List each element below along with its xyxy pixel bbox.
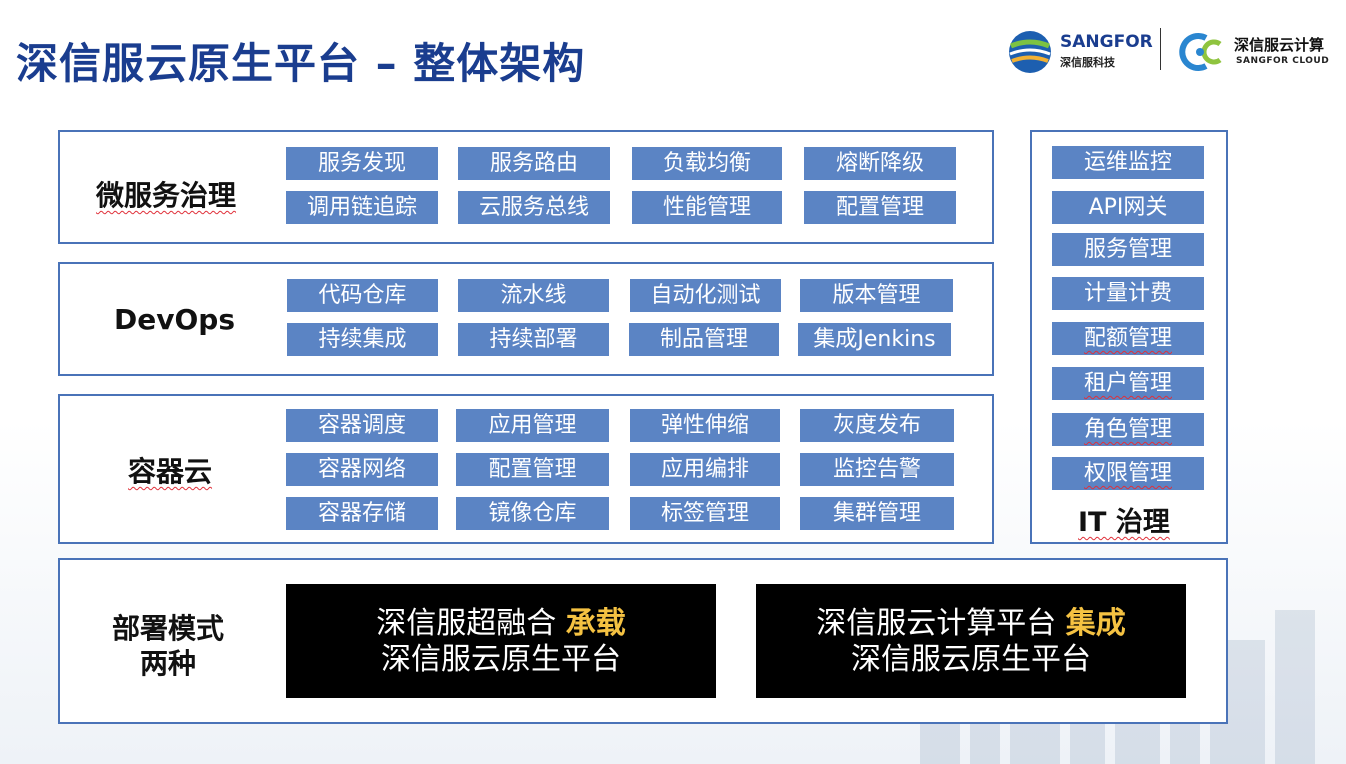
tag-elastic-scaling: 弹性伸缩 <box>630 409 780 442</box>
sangfor-brand-text: SANGFOR <box>1060 32 1153 52</box>
cloud-logo-icon <box>1179 33 1222 71</box>
tag-cloud-service-bus: 云服务总线 <box>458 191 610 224</box>
container-label: 容器云 <box>128 455 213 488</box>
tag-container-config: 配置管理 <box>456 453 609 486</box>
tag-permission-mgmt: 权限管理 <box>1052 457 1204 490</box>
tag-service-routing: 服务路由 <box>458 147 610 180</box>
tag-call-tracing: 调用链追踪 <box>286 191 438 224</box>
deploy-box-cloud-line1: 深信服云计算平台 <box>816 606 1066 641</box>
tag-continuous-integration: 持续集成 <box>287 323 438 356</box>
tag-service-mgmt: 服务管理 <box>1052 233 1204 266</box>
sangfor-cloud-logo: 深信服云计算 SANGFOR CLOUD <box>1176 26 1341 76</box>
tag-tenant-mgmt: 租户管理 <box>1052 367 1204 400</box>
deploy-label-line2: 两种 <box>140 647 197 680</box>
tag-monitor-alert: 监控告警 <box>800 453 954 486</box>
tag-service-discovery: 服务发现 <box>286 147 438 180</box>
tag-continuous-deploy: 持续部署 <box>458 323 609 356</box>
tag-auto-test: 自动化测试 <box>630 279 781 312</box>
tag-circuit-breaking: 熔断降级 <box>804 147 956 180</box>
deploy-box-hci: 深信服超融合 承载 深信服云原生平台 <box>286 584 716 698</box>
deploy-box-hci-line1: 深信服超融合 <box>376 606 566 641</box>
tag-load-balancing: 负载均衡 <box>632 147 782 180</box>
page-title: 深信服云原生平台 – 整体架构 <box>16 39 586 88</box>
tag-api-gateway: API网关 <box>1052 191 1204 224</box>
tag-image-repo: 镜像仓库 <box>456 497 609 530</box>
logo-divider <box>1160 28 1161 70</box>
cloud-en-text: SANGFOR CLOUD <box>1236 56 1330 66</box>
microservice-label: 微服务治理 <box>96 179 237 212</box>
tag-cluster-mgmt: 集群管理 <box>800 497 954 530</box>
cloud-cn-text: 深信服云计算 <box>1234 36 1325 54</box>
tag-version-mgmt: 版本管理 <box>800 279 953 312</box>
tag-jenkins: 集成Jenkins <box>798 323 951 356</box>
sangfor-logo: SANGFOR 深信服科技 <box>1006 26 1153 76</box>
tag-quota-mgmt: 配额管理 <box>1052 322 1204 355</box>
deploy-box-hci-line2: 深信服云原生平台 <box>381 642 621 677</box>
it-governance-label: IT 治理 <box>1078 507 1170 538</box>
tag-app-orchestration: 应用编排 <box>630 453 780 486</box>
sangfor-cn-text: 深信服科技 <box>1060 56 1115 69</box>
tag-container-network: 容器网络 <box>286 453 438 486</box>
tag-app-mgmt: 应用管理 <box>456 409 609 442</box>
tag-metering-billing: 计量计费 <box>1052 277 1204 310</box>
tag-artifact-mgmt: 制品管理 <box>629 323 779 356</box>
tag-pipeline: 流水线 <box>458 279 609 312</box>
tag-code-repo: 代码仓库 <box>287 279 438 312</box>
tag-label-mgmt: 标签管理 <box>630 497 780 530</box>
deploy-box-cloud: 深信服云计算平台 集成 深信服云原生平台 <box>756 584 1186 698</box>
deploy-box-cloud-highlight: 集成 <box>1065 606 1126 641</box>
deploy-label-line1: 部署模式 <box>112 612 225 645</box>
devops-label: DevOps <box>114 303 235 336</box>
tag-container-storage: 容器存储 <box>286 497 438 530</box>
tag-container-scheduling: 容器调度 <box>286 409 438 442</box>
tag-performance-mgmt: 性能管理 <box>632 191 782 224</box>
tag-gray-release: 灰度发布 <box>800 409 954 442</box>
tag-ops-monitor: 运维监控 <box>1052 146 1204 179</box>
tag-role-mgmt: 角色管理 <box>1052 413 1204 446</box>
tag-config-mgmt: 配置管理 <box>804 191 956 224</box>
deploy-box-hci-highlight: 承载 <box>565 606 626 641</box>
sangfor-globe-icon <box>1009 31 1051 73</box>
deploy-box-cloud-line2: 深信服云原生平台 <box>851 642 1091 677</box>
